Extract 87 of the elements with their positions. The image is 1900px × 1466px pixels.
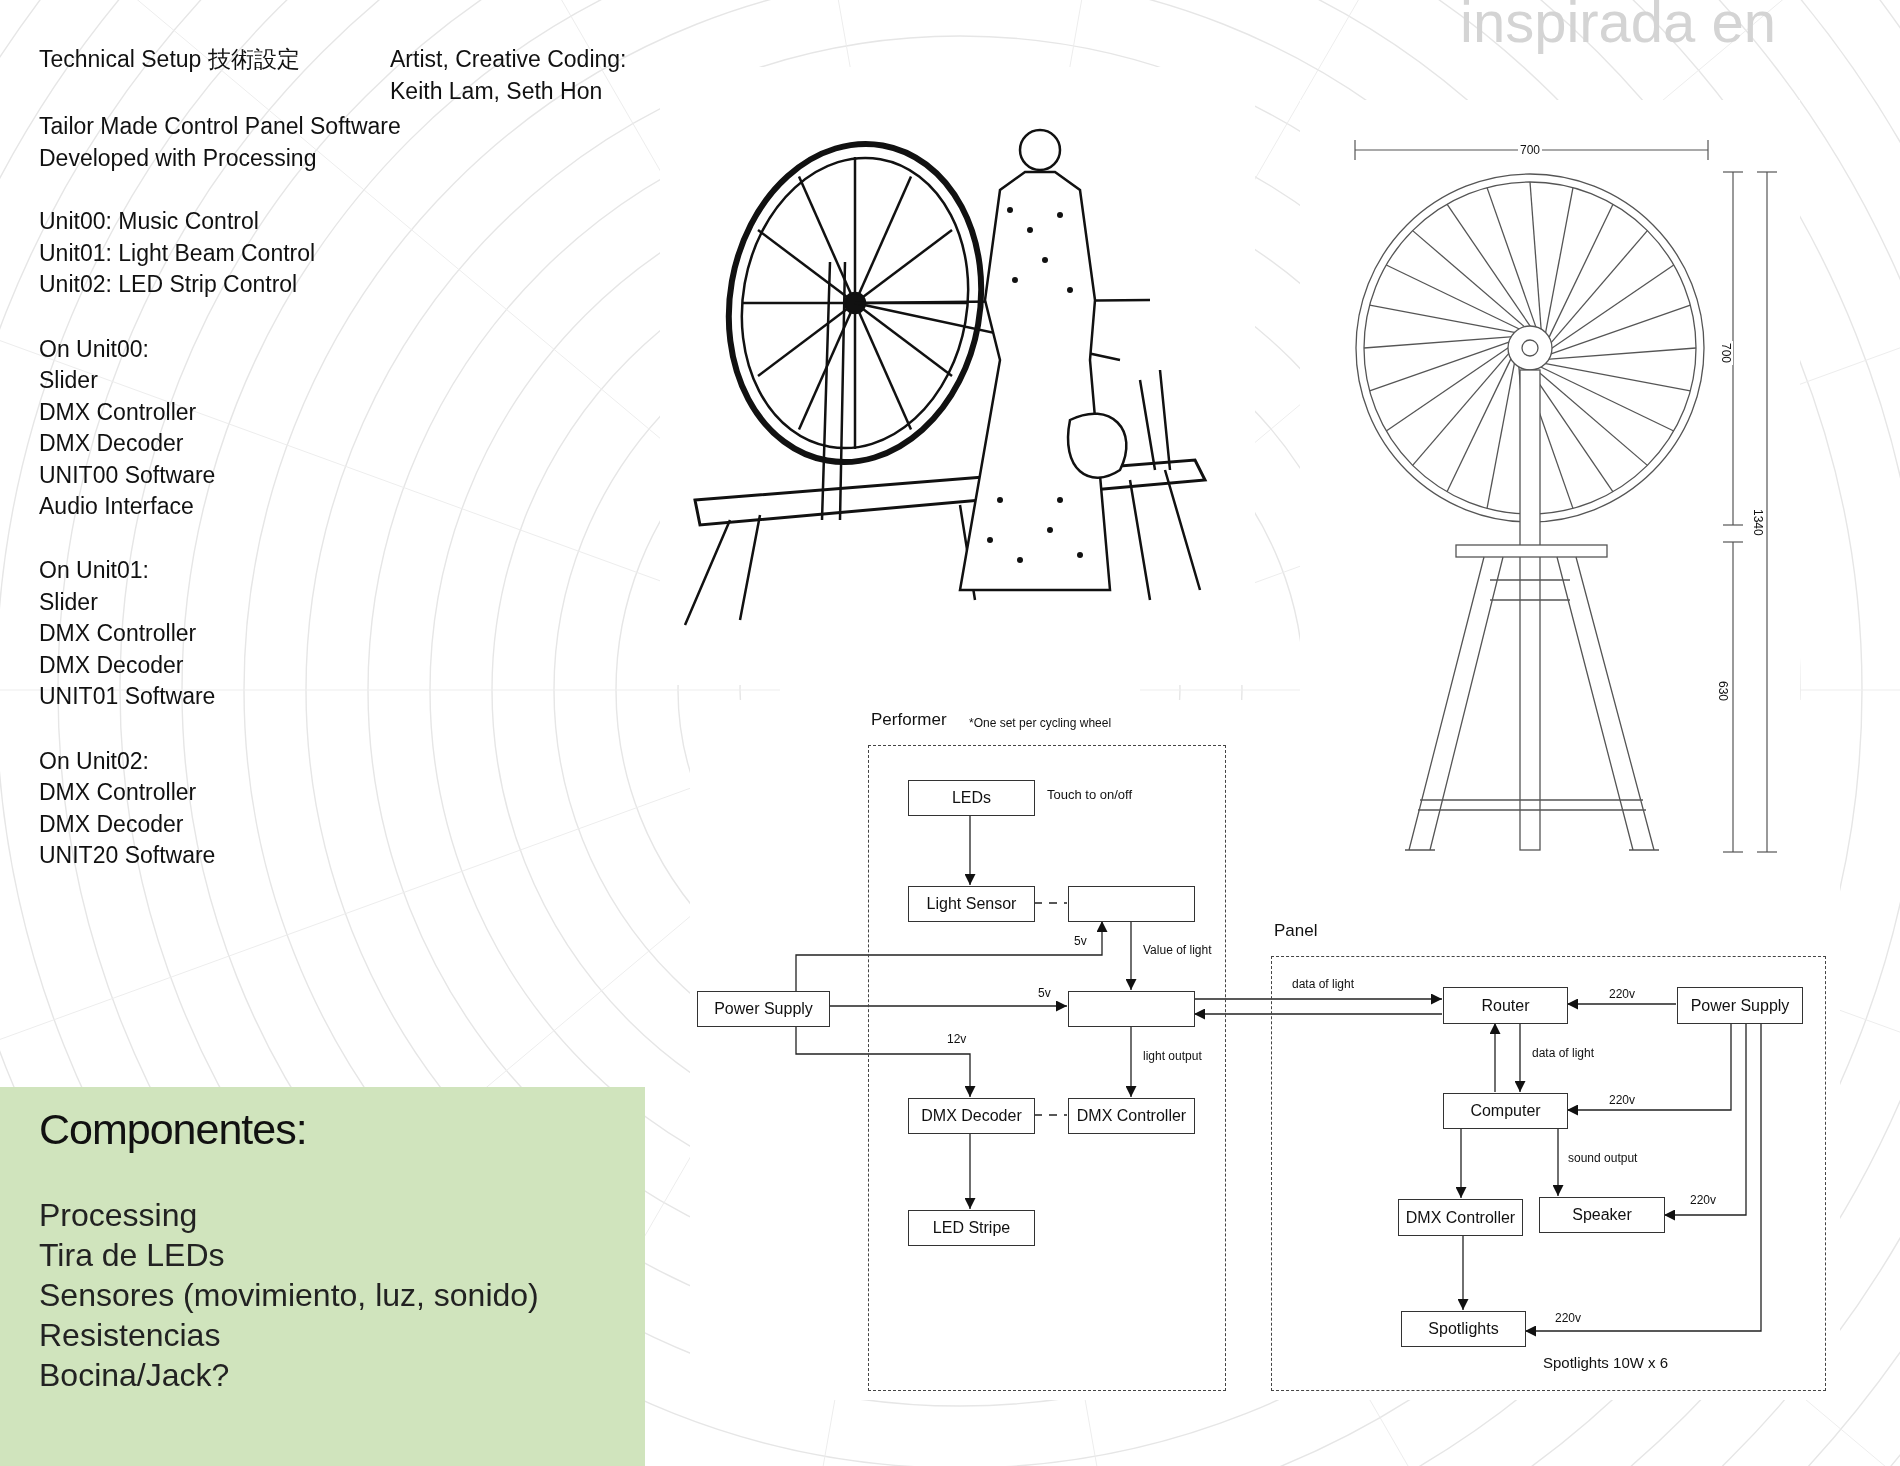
group-heading: Performer: [871, 710, 947, 730]
text-line: On Unit02:: [39, 747, 149, 776]
group-heading: Panel: [1274, 921, 1318, 941]
process-box: [1401, 1311, 1526, 1347]
text-line: DMX Decoder: [39, 651, 184, 680]
dashed-connector: [1033, 1114, 1068, 1116]
process-box: [1068, 991, 1195, 1027]
heading-text: Technical Setup 技術設定: [39, 45, 300, 74]
text-line: On Unit01:: [39, 556, 149, 585]
text-line: Unit00: Music Control: [39, 207, 259, 236]
text-line: UNIT20 Software: [39, 841, 216, 870]
box-label: LED Stripe: [932, 1219, 1011, 1237]
section-heading: Componentes:: [39, 1105, 307, 1154]
edge-label: light output: [1141, 1049, 1204, 1064]
process-box: [1677, 987, 1803, 1024]
box-label: Spotlights: [1428, 1320, 1499, 1338]
edge-label: Value of light: [1141, 943, 1214, 958]
text-line: Slider: [39, 366, 98, 395]
arrow: [964, 814, 976, 886]
arrow: [1663, 1022, 1747, 1221]
arrow: [1524, 1022, 1762, 1337]
box-label: DMX Controller: [1076, 1107, 1187, 1125]
arrow: [795, 920, 1108, 992]
box-label: Power Supply: [1690, 996, 1790, 1015]
process-box: [1068, 1098, 1195, 1134]
list-item: Bocina/Jack?: [39, 1357, 230, 1394]
arrow: [1489, 1022, 1501, 1093]
text-line: DMX Controller: [39, 398, 197, 427]
text-line: UNIT00 Software: [39, 461, 216, 490]
text-line: Tailor Made Control Panel Software Developed with Processing: [39, 112, 402, 173]
box-label: Light Sensor: [926, 895, 1017, 913]
arrow: [1193, 1008, 1443, 1020]
arrow: [795, 1026, 976, 1098]
text-line: Slider: [39, 588, 98, 617]
process-box: [1539, 1197, 1665, 1233]
text-line: Artist, Creative Coding: Keith Lam, Seth Hon: [390, 45, 628, 106]
dimension-label: 700: [1518, 143, 1543, 157]
arrow: [829, 1000, 1068, 1012]
dimension-label: 630: [1716, 679, 1730, 704]
process-box: [1398, 1199, 1523, 1236]
arrow: [1455, 1127, 1467, 1199]
arrow: [1514, 1022, 1526, 1093]
text-line: Audio Interface: [39, 492, 194, 521]
note-text: Touch to on/off: [1047, 787, 1133, 802]
arrow: [1457, 1234, 1469, 1311]
text-line: DMX Controller: [39, 778, 197, 807]
list-item: Sensores (movimiento, luz, sonido): [39, 1277, 539, 1314]
text-line: Unit02: LED Strip Control: [39, 270, 298, 299]
arrow: [1125, 920, 1137, 991]
process-box: [1443, 1093, 1568, 1129]
arrow: [964, 1132, 976, 1210]
text-line: UNIT01 Software: [39, 682, 216, 711]
process-box: [1443, 987, 1568, 1024]
text-line: On Unit00:: [39, 335, 149, 364]
text-line: DMX Controller: [39, 619, 197, 648]
process-box: [908, 886, 1035, 922]
box-label: Router: [1481, 996, 1530, 1015]
arrow: [1552, 1127, 1564, 1197]
components-panel: [0, 1087, 645, 1466]
process-box: [1068, 886, 1195, 922]
process-box: [908, 1210, 1035, 1246]
process-box: [697, 991, 830, 1027]
text-line: DMX Decoder: [39, 429, 184, 458]
note-text: Spotlights 10W x 6: [1543, 1354, 1669, 1371]
arrow: [1193, 993, 1443, 1005]
arrow: [1566, 998, 1677, 1010]
list-item: Tira de LEDs: [39, 1237, 225, 1274]
arrow: [1125, 1025, 1137, 1098]
box-label: DMX Controller: [1405, 1208, 1516, 1227]
list-item: Resistencias: [39, 1317, 221, 1354]
text-line: Unit01: Light Beam Control: [39, 239, 316, 268]
note-text: *One set per cycling wheel: [969, 716, 1112, 730]
box-label: Computer: [1470, 1102, 1541, 1120]
edge-label: data of light: [1530, 1046, 1597, 1061]
box-label: LEDs: [951, 789, 992, 807]
list-item: Processing: [39, 1197, 198, 1234]
dashed-connector: [1033, 902, 1068, 904]
text-line: DMX Decoder: [39, 810, 184, 839]
box-label: DMX Decoder: [921, 1107, 1022, 1125]
edge-label: sound output: [1566, 1151, 1640, 1166]
dimension-label: 700: [1719, 341, 1733, 366]
arrow: [1566, 1022, 1732, 1116]
dimension-label: 1340: [1751, 507, 1765, 538]
edge-label: data of light: [1290, 977, 1357, 992]
box-label: Power Supply: [714, 1000, 813, 1018]
process-box: [908, 1098, 1035, 1134]
box-label: Speaker: [1572, 1206, 1632, 1224]
